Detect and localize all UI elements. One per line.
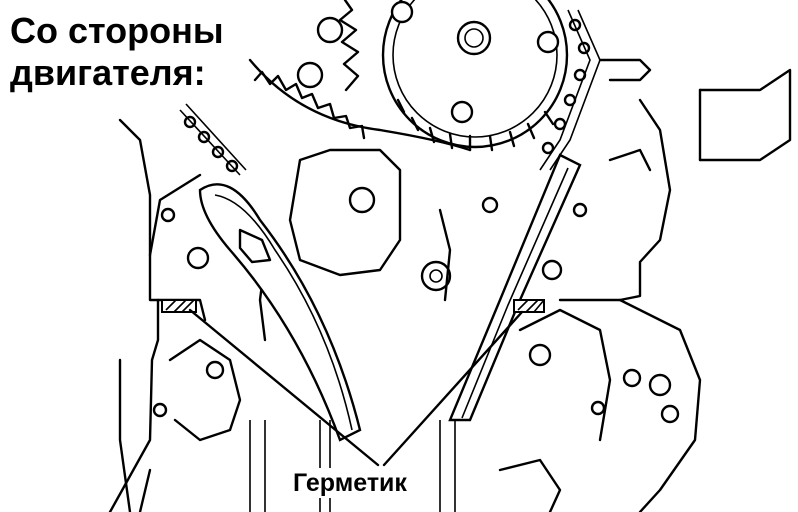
idler-gear-icon: [248, 0, 472, 152]
block-holes: [152, 186, 680, 424]
sealant-leader-lines: [188, 308, 524, 467]
sealant-label: Герметик: [285, 468, 415, 498]
engine-side-label: Со стороны двигателя:: [6, 8, 232, 98]
engine-side-label-line2: двигателя:: [10, 52, 206, 93]
camshaft-sprocket-icon: [381, 0, 569, 152]
timing-chain-icon: [179, 9, 601, 176]
sealant-spot-icon: [161, 299, 545, 313]
chain-guide-left-icon: [198, 183, 362, 442]
engine-side-label-line1: Со стороны: [10, 10, 224, 51]
chain-guide-right-icon: [448, 58, 652, 422]
